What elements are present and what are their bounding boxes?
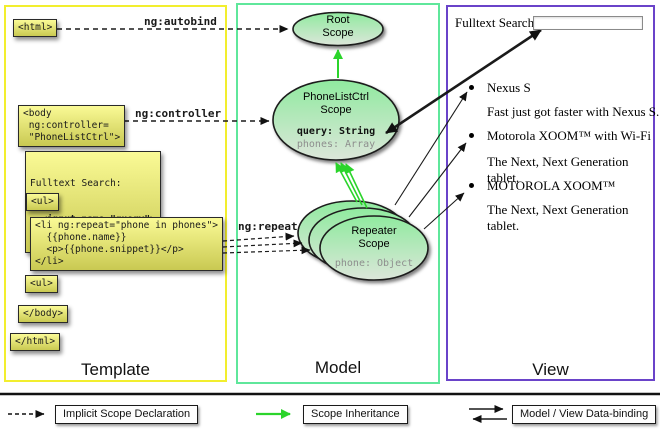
code-note-body-open: <body ng:controller= "PhoneListCtrl"> [18,105,126,147]
legend-implicit-label: Implicit Scope Declaration [55,405,199,424]
template-column-label: Template [81,360,150,379]
code-note-body-close: </body> [18,305,69,323]
code-note-ul-open: <ul> [26,193,59,211]
code-note-html-close: </html> [10,333,61,351]
code-note-ul-close: <ul> [25,275,58,293]
autobind-arrow-label: ng:autobind [144,15,217,28]
repeater-scope-props: phone: Object [320,257,428,270]
repeater-scope-label: Repeater Scope [320,225,428,250]
phones-property: phones: Array [296,139,376,150]
view-item-desc: The Next, Next Generation tablet. [487,154,629,185]
code-note-html-open: <html> [13,19,58,37]
repeat-arrow-label: ng:repeat [238,220,298,233]
query-property: query: String [296,126,376,137]
fulltext-search-label: Fulltext Search: [455,15,538,30]
view-item-title: Motorola XOOM™ with Wi-Fi [487,128,652,143]
model-column-label: Model [314,358,362,377]
code-note-li-repeat: <li ng:repeat="phone in phones"> {{phone… [30,217,224,271]
phonelistctrl-line2: Scope [320,103,352,116]
repeater-line1: Repeater [351,225,397,237]
bullet-dot [469,133,474,138]
view-item-desc: Fast just got faster with Nexus S. [487,104,660,119]
view-item-desc: The Next, Next Generation tablet. [487,202,629,233]
phonelistctrl-scope-props: query: String phones: Array [274,125,398,151]
bullet-dot [469,183,474,188]
fulltext-search-input[interactable] [533,16,643,30]
legend-databinding-label: Model / View Data-binding [512,405,657,424]
phonelistctrl-scope-label: PhoneListCtrl Scope [274,91,398,116]
model-column: Model [236,3,440,384]
phone-property: phone: Object [334,258,414,269]
fulltext-note-line1: Fulltext Search: [30,178,122,189]
controller-arrow-label: ng:controller [135,107,222,120]
view-column-label: View [532,360,569,379]
phonelistctrl-line1: PhoneListCtrl [302,91,370,103]
root-scope-line2: Scope [322,26,354,39]
view-item-title: MOTOROLA XOOM™ [487,178,616,193]
template-column: Template [4,5,227,382]
root-scope-line1: Root [326,14,350,26]
repeater-line2: Scope [358,237,390,250]
legend-inheritance-label: Scope Inheritance [303,405,408,424]
view-item-title: Nexus S [487,80,531,95]
root-scope-label: Root Scope [296,14,380,39]
bullet-dot [469,85,474,90]
